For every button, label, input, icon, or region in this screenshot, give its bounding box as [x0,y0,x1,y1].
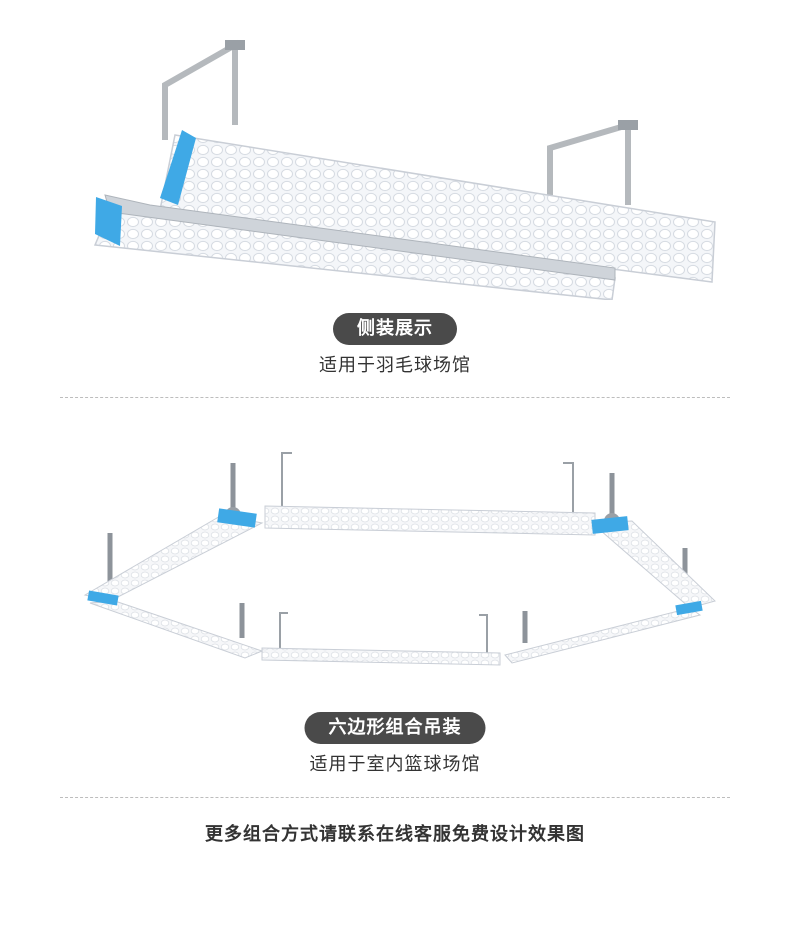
hexagon-mount-section: 六边形组合吊装 适用于室内篮球场馆 [0,398,790,798]
hexagon-mount-label: 六边形组合吊装 [304,712,486,744]
side-mount-label: 侧装展示 [333,313,457,345]
side-mount-light-image [93,39,716,300]
section-divider-2 [60,797,730,798]
section-divider-1 [60,397,730,398]
mount-bracket-left [162,39,238,140]
side-mount-caption: 适用于羽毛球场馆 [319,355,471,376]
hexagon-mount-caption: 适用于室内篮球场馆 [309,754,481,775]
hexagon-mount-light-image [83,452,716,666]
mount-bracket-right [547,120,631,205]
side-mount-section: 侧装展示 适用于羽毛球场馆 [0,0,790,395]
footer-note: 更多组合方式请联系在线客服免费设计效果图 [205,824,585,845]
